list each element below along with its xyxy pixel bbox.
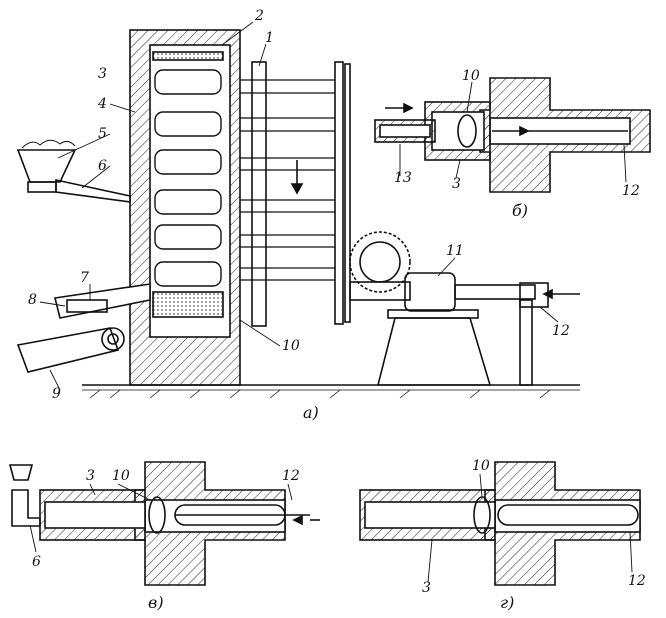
pipe-frame-left <box>251 61 267 327</box>
view-v <box>8 461 320 586</box>
label-10-g: 10 <box>472 458 490 474</box>
label-10-main: 10 <box>282 338 300 354</box>
rotation-arrow <box>290 160 304 195</box>
labels: 2 1 3 4 5 6 7 8 9 10 11 12 10 13 3 12 3 … <box>28 8 646 596</box>
valve-ring-v <box>148 496 166 534</box>
label-12-b: 12 <box>622 183 640 199</box>
view-b <box>374 77 651 193</box>
label-6: 6 <box>98 158 107 174</box>
label-3-g: 3 <box>422 580 431 596</box>
motor <box>404 272 456 312</box>
label-9: 9 <box>52 386 61 402</box>
view-g <box>359 461 641 586</box>
label-6-v: 6 <box>32 554 41 570</box>
label-3-v: 3 <box>86 468 95 484</box>
label-3-main: 3 <box>98 66 107 82</box>
label-11: 11 <box>446 243 464 259</box>
caption-b: б) <box>512 201 528 220</box>
furnace-rolls <box>154 69 222 287</box>
motor-stand <box>376 317 492 386</box>
caption-a: a) <box>303 403 319 422</box>
label-3-b: 3 <box>452 176 461 192</box>
support-post <box>519 299 533 386</box>
label-10-v: 10 <box>112 468 130 484</box>
captions: a) б) в) г) <box>148 201 528 612</box>
feed-hopper <box>16 149 77 183</box>
label-7: 7 <box>80 270 89 286</box>
horizontal-pipes <box>240 79 335 281</box>
caption-v: в) <box>148 593 164 612</box>
drive-shaft-end <box>519 282 549 308</box>
label-10-b: 10 <box>462 68 480 84</box>
view-a <box>16 29 580 399</box>
label-5: 5 <box>98 126 107 142</box>
top-heater <box>152 51 224 61</box>
conveyor <box>16 327 120 373</box>
label-12-g: 12 <box>628 573 646 589</box>
feed-chute <box>27 181 57 193</box>
bottom-heater <box>152 291 224 318</box>
caption-g: г) <box>500 593 514 612</box>
output-tray <box>54 283 151 319</box>
label-4: 4 <box>97 96 107 112</box>
feed-pipe <box>55 179 131 203</box>
label-2: 2 <box>254 8 264 24</box>
ground-hatch <box>89 389 551 399</box>
feeder-v <box>8 464 34 481</box>
label-1: 1 <box>265 30 274 46</box>
label-8: 8 <box>28 292 37 308</box>
label-12-v: 12 <box>282 468 300 484</box>
drive-gear <box>349 231 411 293</box>
label-12-main: 12 <box>552 323 570 339</box>
leader-lines <box>29 21 633 583</box>
valve-ring-b <box>457 114 477 148</box>
label-13-b: 13 <box>394 170 412 186</box>
drum-frame <box>334 61 344 325</box>
